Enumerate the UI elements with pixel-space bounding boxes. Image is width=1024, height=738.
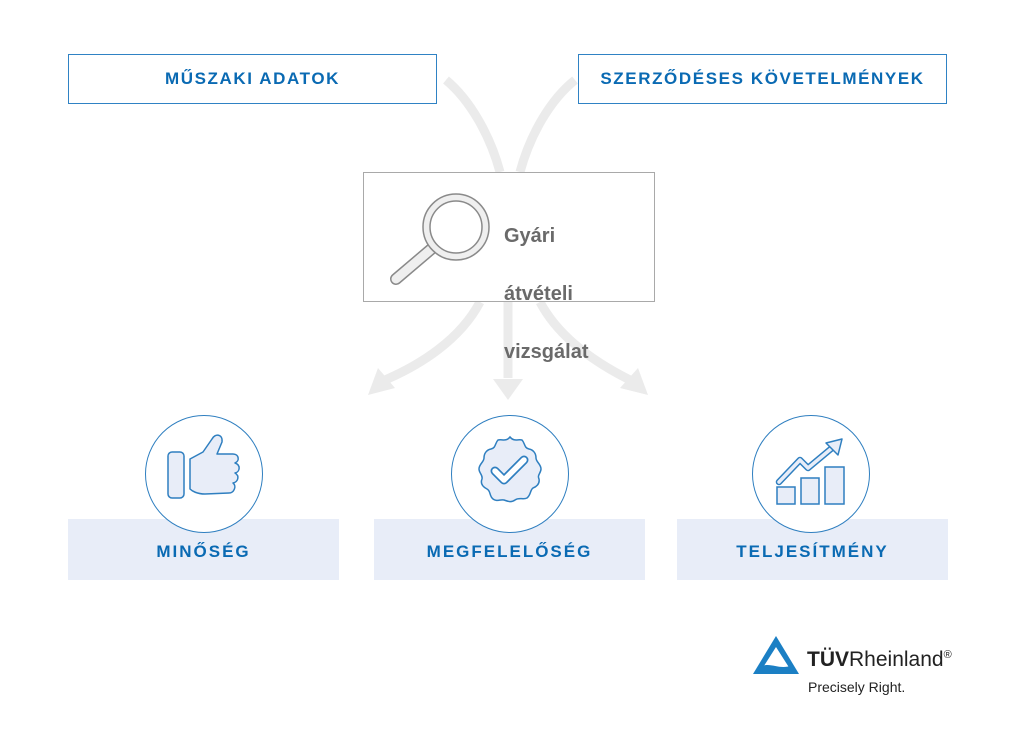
tuv-logo-rest: Rheinland	[849, 648, 944, 671]
output-label-quality: MINŐSÉG	[156, 541, 251, 561]
process-title: Gyári átvételi vizsgálat	[504, 193, 588, 396]
process-title-line-2: átvételi	[504, 283, 573, 305]
tuv-logo-wordmark: TÜVRheinland®	[807, 648, 952, 672]
registered-mark: ®	[943, 649, 952, 661]
input-box-technical-data: MŰSZAKI ADATOK	[68, 54, 437, 104]
input-label-technical-data: MŰSZAKI ADATOK	[164, 69, 341, 88]
output-bar-performance: TELJESÍTMÉNY	[677, 519, 948, 580]
process-title-line-3: vizsgálat	[504, 341, 589, 363]
input-label-contract-requirements: SZERZŐDÉSES KÖVETELMÉNYEK	[600, 69, 925, 88]
badge-conformity	[451, 415, 569, 533]
process-title-line-1: Gyári	[504, 225, 556, 247]
input-box-contract-requirements: SZERZŐDÉSES KÖVETELMÉNYEK	[578, 54, 947, 104]
badge-quality	[145, 415, 263, 533]
tuv-logo-triangle-icon	[753, 636, 799, 674]
tuv-logo-bold: TÜV	[807, 648, 849, 671]
output-label-conformity: MEGFELELŐSÉG	[426, 541, 593, 561]
growth-chart-icon	[775, 438, 845, 505]
magnifier-icon	[390, 193, 490, 285]
check-badge-icon	[478, 435, 542, 503]
process-box-factory-acceptance-test: Gyári átvételi vizsgálat	[363, 172, 655, 363]
output-label-performance: TELJESÍTMÉNY	[736, 541, 889, 561]
tuv-tagline: Precisely Right.	[808, 679, 906, 695]
thumbs-up-icon	[167, 434, 240, 499]
badge-performance	[752, 415, 870, 533]
